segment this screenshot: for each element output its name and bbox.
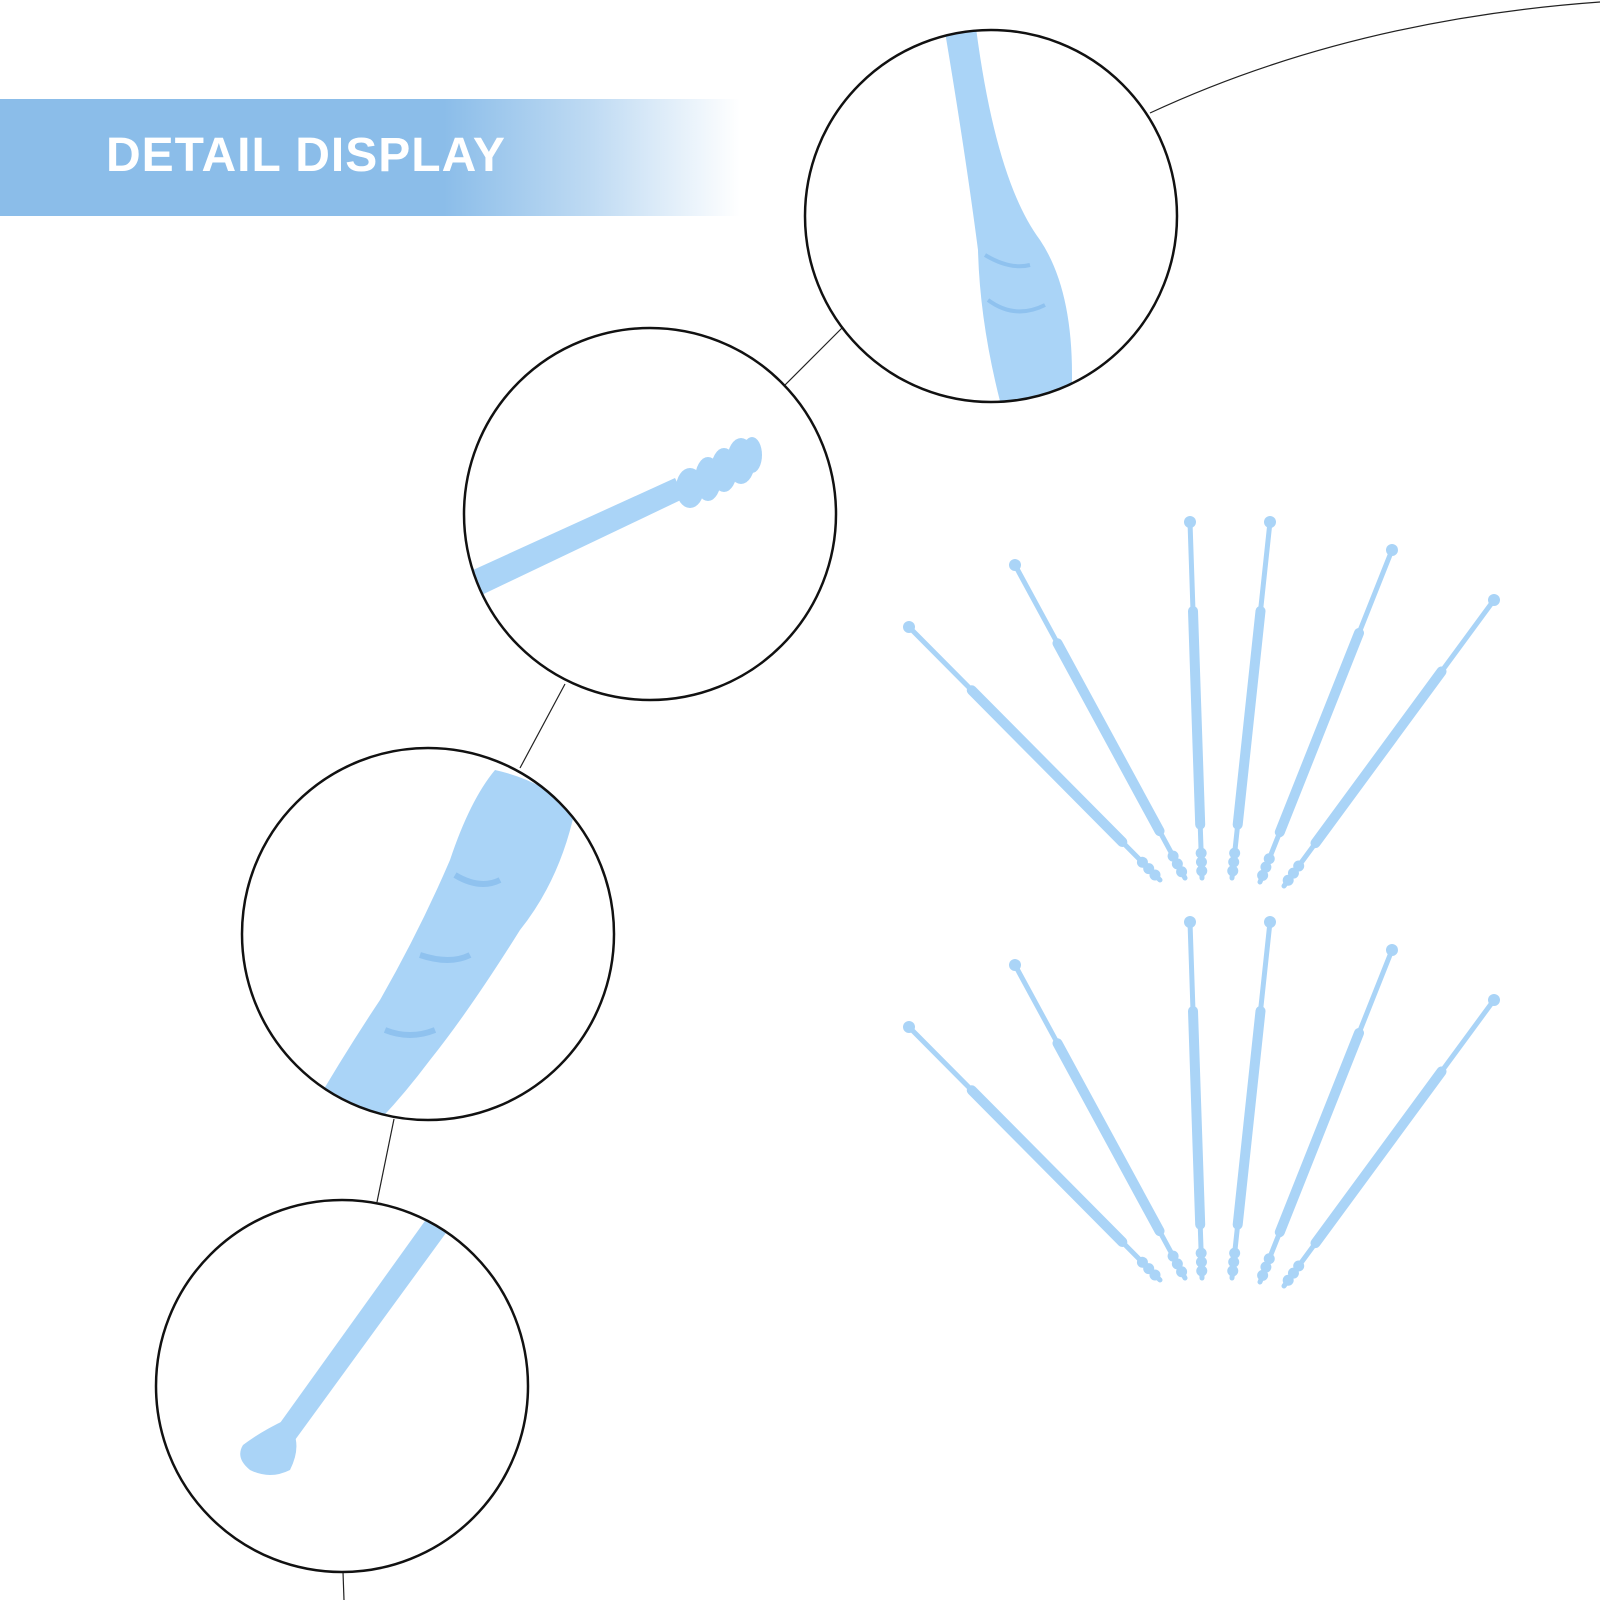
connector-lines <box>342 1 1600 1600</box>
ear-pick-stick <box>1227 516 1276 881</box>
ear-pick-stick <box>1257 944 1398 1285</box>
connector-line-top <box>1149 1 1600 114</box>
detail-display-title: DETAIL DISPLAY <box>106 129 506 182</box>
detail-circle-handle-bend <box>803 28 1179 404</box>
ear-pick-stick <box>903 1021 1163 1283</box>
ear-pick-stick <box>1257 544 1398 885</box>
connector-line-bottom <box>342 1571 345 1600</box>
detail-display-banner <box>0 99 740 216</box>
ear-pick-stick <box>1009 959 1188 1281</box>
connector-line-2-3 <box>519 683 566 769</box>
ear-pick-stick <box>1227 916 1276 1281</box>
ear-pick-set <box>903 516 1500 889</box>
detail-circle-twisted-shaft <box>240 746 616 1122</box>
ear-pick-stick <box>1184 516 1208 881</box>
detail-circle-scoop-tip <box>154 1198 530 1574</box>
connector-line-3-4 <box>376 1118 395 1203</box>
ear-pick-stick <box>1281 594 1500 889</box>
ear-pick-sets <box>903 516 1500 1289</box>
ear-pick-set <box>903 916 1500 1289</box>
ear-pick-stick <box>1009 559 1188 881</box>
detail-circle-spiral-tip <box>462 326 838 702</box>
connector-line-1-2 <box>784 327 843 386</box>
ear-pick-stick <box>903 621 1163 883</box>
ear-pick-stick <box>1184 916 1208 1281</box>
ear-pick-stick <box>1281 994 1500 1289</box>
